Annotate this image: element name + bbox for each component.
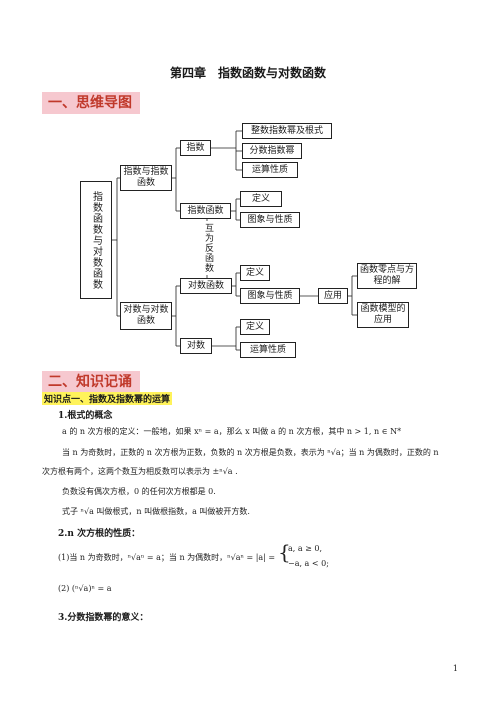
subheading-2: 2.n 次方根的性质： [58, 529, 141, 539]
mindmap-exp-child-2: 分数指数幂 [242, 143, 302, 159]
mindmap-branch-exp: 指数与指数函数 [120, 165, 172, 191]
mindmap-inverse: 互为反函数 [201, 221, 214, 275]
mindmap-log-func-child-1: 定义 [240, 265, 270, 281]
property-1: (1)当 n 为奇数时，ⁿ√aⁿ = a；当 n 为偶数时，ⁿ√aⁿ = |a|… [58, 553, 276, 562]
paragraph-even-roots: 次方根有两个，这两个数互为相反数可以表示为 ±ⁿ√a . [42, 467, 238, 476]
cases-brace: { [278, 540, 291, 564]
mindmap-root: 指数函数与对数函数 [80, 181, 112, 299]
paragraph-odd-even: 当 n 为奇数时，正数的 n 次方根为正数，负数的 n 次方根是负数，表示为 ⁿ… [62, 448, 439, 457]
mindmap-log-child-2: 运算性质 [240, 342, 296, 358]
section-mindmap-banner: 一、思维导图 [42, 92, 140, 114]
subheading-3: 3.分数指数幂的意义： [58, 613, 149, 623]
mindmap-log-func: 对数函数 [180, 278, 232, 294]
paragraph-definition: a 的 n 次方根的定义：一般地，如果 xⁿ = a，那么 x 叫做 a 的 n… [62, 427, 402, 436]
section-knowledge-banner: 二、知识记诵 [42, 371, 140, 393]
mindmap-application: 应用 [318, 288, 348, 304]
mindmap-exp-func: 指数函数 [180, 203, 231, 219]
mindmap-exp-func-child-1: 定义 [240, 191, 282, 207]
knowledge-point-title: 知识点一、指数及指数幂的运算 [42, 392, 173, 405]
mindmap-log-func-child-2: 图象与性质 [240, 288, 300, 304]
mindmap-log-child-1: 定义 [240, 319, 270, 335]
mindmap-exp: 指数 [180, 140, 211, 156]
mindmap-exp-func-child-2: 图象与性质 [240, 212, 300, 228]
paragraph-radical: 式子 ⁿ√a 叫做根式，n 叫做根指数，a 叫做被开方数. [62, 507, 250, 516]
paragraph-negative: 负数没有偶次方根，0 的任何次方根都是 0. [62, 487, 216, 496]
mindmap-application-child-2: 函数模型的应用 [357, 302, 409, 328]
property-2: (2) (ⁿ√a)ⁿ = a [58, 584, 112, 593]
mindmap-application-child-1: 函数零点与方程的解 [357, 263, 417, 289]
case-negative: −a, a < 0; [288, 559, 329, 568]
page-title: 第四章 指数函数与对数函数 [169, 66, 326, 80]
mindmap-exp-child-3: 运算性质 [242, 162, 298, 178]
subheading-1: 1.根式的概念 [58, 411, 113, 421]
page-number: 1 [452, 664, 458, 673]
mindmap-branch-log: 对数与对数函数 [120, 302, 172, 330]
case-nonnegative: a, a ≥ 0, [288, 544, 323, 553]
mindmap-log: 对数 [180, 338, 212, 354]
mindmap-exp-child-1: 整数指数幂及根式 [242, 123, 332, 139]
